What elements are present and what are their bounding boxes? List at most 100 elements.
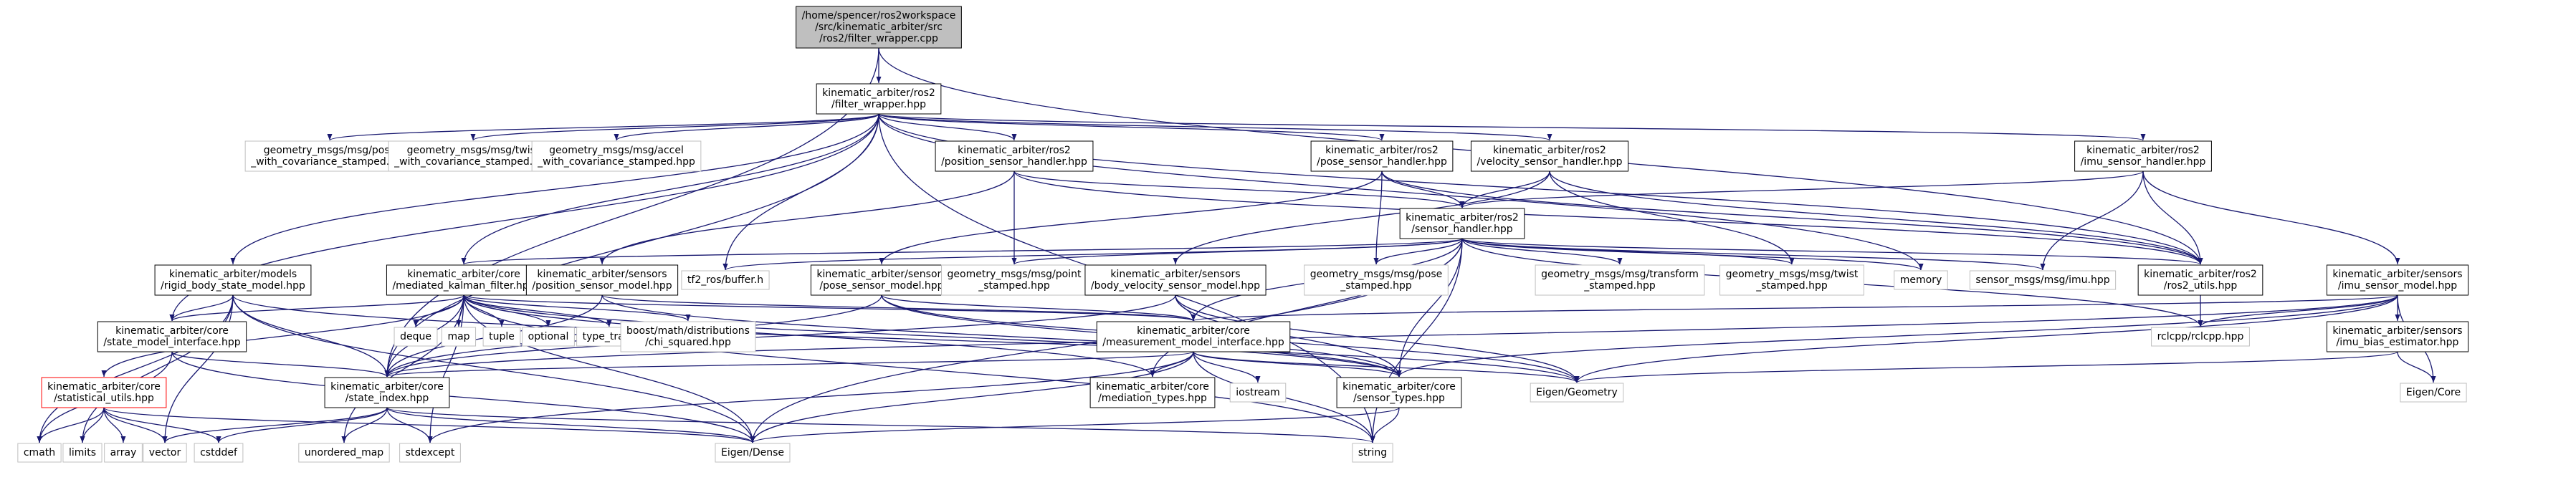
node-box bbox=[194, 443, 244, 463]
edge-line bbox=[878, 113, 2203, 265]
edge-state-index-to-vector bbox=[162, 407, 388, 443]
edge-line bbox=[461, 113, 879, 265]
node-mkf[interactable]: kinematic_arbiter/core/mediated_kalman_f… bbox=[386, 264, 542, 296]
edge-sensor-handler-to-gm-point bbox=[1011, 238, 1463, 265]
edge-imu-handler-to-imu-model bbox=[2142, 171, 2400, 265]
node-box bbox=[810, 264, 953, 296]
edge-line bbox=[1013, 171, 2203, 265]
edge-stat-utils-to-cmath bbox=[37, 407, 105, 443]
node-box bbox=[1229, 383, 1287, 403]
node-label-line: cmath bbox=[24, 447, 55, 458]
node-box bbox=[1530, 383, 1624, 403]
node-box bbox=[816, 83, 942, 115]
edge-stat-utils-to-limits bbox=[80, 407, 105, 443]
edge-fw-to-vel-handler bbox=[878, 113, 1552, 141]
node-pose-handler[interactable]: kinematic_arbiter/ros2/pose_sensor_handl… bbox=[1310, 140, 1454, 172]
edge-line bbox=[1459, 171, 1550, 208]
node-gm-point: geometry_msgs/msg/point_stamped.hpp bbox=[941, 264, 1087, 296]
edge-line bbox=[463, 294, 1375, 443]
node-label-line: /pose_sensor_model.hpp bbox=[819, 280, 943, 292]
edge-imu-model-to-mmi bbox=[1191, 294, 2398, 322]
node-label-line: /imu_sensor_model.hpp bbox=[2338, 280, 2457, 292]
node-imu-model[interactable]: kinematic_arbiter/sensors/imu_sensor_mod… bbox=[2326, 264, 2469, 296]
edge-sensor-handler-to-ros2-utils bbox=[1461, 238, 2203, 265]
node-box bbox=[17, 443, 62, 463]
node-label-line: /pose_sensor_handler.hpp bbox=[1317, 156, 1447, 168]
node-imu-bias[interactable]: kinematic_arbiter/sensors/imu_bias_estim… bbox=[2326, 321, 2469, 352]
node-box bbox=[1894, 270, 1948, 290]
edge-line bbox=[1461, 238, 1924, 271]
node-stat-utils[interactable]: kinematic_arbiter/core/statistical_utils… bbox=[41, 377, 167, 408]
node-eigen-core: Eigen/Core bbox=[2400, 383, 2467, 403]
node-ros2-utils[interactable]: kinematic_arbiter/ros2/ros2_utils.hpp bbox=[2137, 264, 2263, 296]
node-box bbox=[1352, 443, 1393, 463]
edge-fw-to-gm-twist-cov bbox=[470, 113, 879, 141]
edge-pos-handler-to-sensor-handler bbox=[1013, 171, 1465, 208]
edge-line bbox=[162, 407, 388, 443]
edge-mkf-to-stat-utils bbox=[101, 294, 464, 378]
node-rigid-model[interactable]: kinematic_arbiter/models/rigid_body_stat… bbox=[154, 264, 312, 296]
node-label-line: optional bbox=[528, 331, 569, 342]
node-sensor-types[interactable]: kinematic_arbiter/core/sensor_types.hpp bbox=[1336, 377, 1462, 408]
edge-line bbox=[1013, 171, 1465, 208]
node-label-line: geometry_msgs/msg/twist bbox=[407, 145, 540, 156]
node-pos-handler[interactable]: kinematic_arbiter/ros2/position_sensor_h… bbox=[935, 140, 1094, 172]
node-bv-model[interactable]: kinematic_arbiter/sensors/body_velocity_… bbox=[1084, 264, 1266, 296]
node-label-line: /state_model_interface.hpp bbox=[103, 337, 240, 348]
edge-line bbox=[463, 294, 691, 322]
node-array: array bbox=[104, 443, 143, 463]
node-label-line: _with_covariance_stamped.hpp bbox=[537, 156, 695, 168]
node-sensor-handler[interactable]: kinematic_arbiter/ros2/sensor_handler.hp… bbox=[1399, 208, 1525, 239]
node-state-index[interactable]: kinematic_arbiter/core/state_index.hpp bbox=[324, 377, 450, 408]
node-imu-handler[interactable]: kinematic_arbiter/ros2/imu_sensor_handle… bbox=[2074, 140, 2212, 172]
edge-mkf-to-eigen-dense bbox=[463, 294, 755, 443]
edge-stat-utils-to-eigen-dense bbox=[103, 407, 755, 443]
edge-line bbox=[341, 407, 388, 443]
node-label-line: string bbox=[1358, 447, 1387, 458]
node-mmi[interactable]: kinematic_arbiter/core/measurement_model… bbox=[1096, 321, 1291, 352]
node-label-line: _stamped.hpp bbox=[1340, 280, 1412, 292]
node-label-line: rclcpp/rclcpp.hpp bbox=[2157, 331, 2244, 342]
edge-mmi-to-state-index bbox=[385, 351, 1194, 378]
node-label-line: geometry_msgs/msg/pose bbox=[264, 145, 396, 156]
edge-pos-handler-to-ros2-utils bbox=[1013, 171, 2203, 265]
node-label-line: cstddef bbox=[200, 447, 238, 458]
edge-line bbox=[750, 351, 1194, 443]
edge-line bbox=[1461, 238, 1623, 265]
node-fw[interactable]: kinematic_arbiter/ros2/filter_wrapper.hp… bbox=[816, 83, 942, 115]
node-med-types[interactable]: kinematic_arbiter/core/mediation_types.h… bbox=[1089, 377, 1216, 408]
edge-line bbox=[413, 294, 464, 327]
edge-sensor-handler-to-gm-pose-st bbox=[1373, 238, 1463, 265]
edge-fw-to-rigid-model bbox=[230, 113, 879, 265]
edge-bv-model-to-eigen-geo bbox=[1175, 294, 1580, 383]
node-vel-handler[interactable]: kinematic_arbiter/ros2/velocity_sensor_h… bbox=[1470, 140, 1629, 172]
edge-layer bbox=[37, 47, 2436, 443]
edge-mkf-to-mmi bbox=[463, 294, 1196, 322]
node-box bbox=[1535, 264, 1705, 296]
edge-mkf-to-string bbox=[463, 294, 1375, 443]
edge-sensor-handler-to-imu-msg bbox=[1461, 238, 2046, 271]
node-pose-model[interactable]: kinematic_arbiter/sensors/pose_sensor_mo… bbox=[810, 264, 953, 296]
node-label-line: kinematic_arbiter/ros2 bbox=[1325, 145, 1439, 156]
node-smi[interactable]: kinematic_arbiter/core/state_model_inter… bbox=[97, 321, 247, 352]
node-root[interactable]: /home/spencer/ros2workspace/src/kinemati… bbox=[796, 6, 962, 49]
node-label-line: /sensor_types.hpp bbox=[1353, 393, 1445, 404]
node-label-line: /state_index.hpp bbox=[345, 393, 429, 404]
node-label-line: kinematic_arbiter/ros2 bbox=[2086, 145, 2200, 156]
edge-line bbox=[463, 294, 1402, 378]
node-pos-model[interactable]: kinematic_arbiter/sensors/position_senso… bbox=[525, 264, 679, 296]
edge-pos-handler-to-pos-model bbox=[599, 171, 1015, 265]
node-label-line: tf2_ros/buffer.h bbox=[687, 274, 763, 286]
edge-pose-handler-to-gm-pose-st bbox=[1373, 171, 1383, 265]
node-box bbox=[681, 270, 770, 290]
edge-sensor-handler-to-memory bbox=[1461, 238, 1924, 271]
edge-fw-to-gm-accel-cov bbox=[614, 113, 879, 141]
edge-line bbox=[2198, 294, 2398, 327]
node-label-line: _with_covariance_stamped.hpp bbox=[393, 156, 552, 168]
node-map: map bbox=[441, 327, 477, 347]
node-deque: deque bbox=[393, 327, 438, 347]
node-box bbox=[2326, 321, 2469, 352]
edge-imu-model-to-state-index bbox=[384, 294, 2398, 378]
node-gm-twist-st: geometry_msgs/msg/twist_stamped.hpp bbox=[1719, 264, 1864, 296]
edge-line bbox=[463, 294, 1196, 322]
